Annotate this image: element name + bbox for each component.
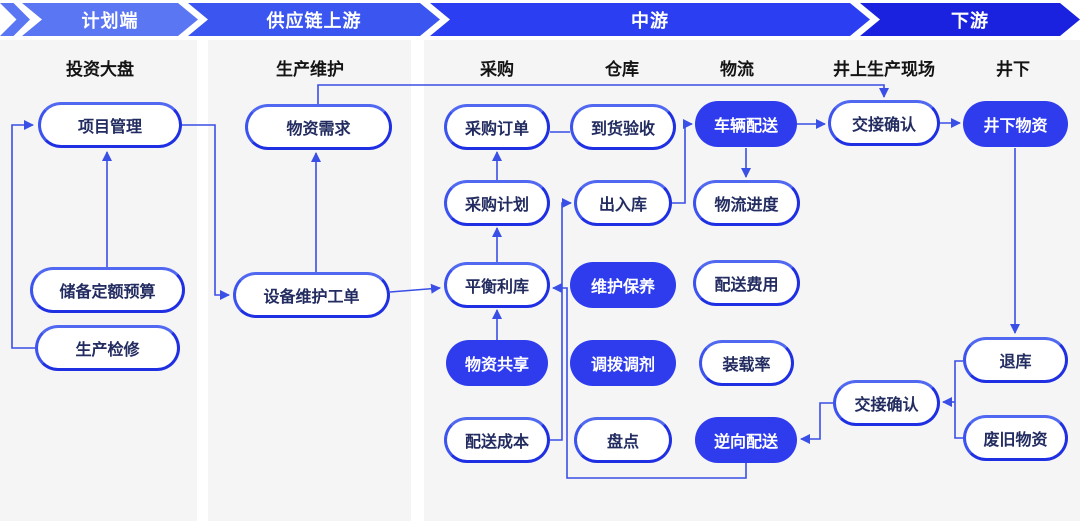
node-purchase-order: 采购订单 [444, 104, 550, 150]
node-equipment-maintenance-work-order: 设备维护工单 [233, 272, 390, 318]
node-maintenance: 维护保养 [570, 262, 676, 308]
column-title-surface-production-site: 井上生产现场 [833, 60, 935, 79]
node-material-demand: 物资需求 [245, 104, 392, 150]
node-logistics-progress: 物流进度 [693, 180, 800, 226]
node-scrap-materials: 废旧物资 [963, 415, 1068, 461]
column-title-underground: 井下 [996, 60, 1030, 79]
node-handover-confirmation-top: 交接确认 [828, 100, 940, 146]
node-vehicle-delivery: 车辆配送 [695, 101, 797, 147]
node-project-management: 项目管理 [38, 102, 182, 148]
node-warehouse-return: 退库 [963, 337, 1068, 383]
chevron-decoration-icon [0, 3, 30, 36]
node-production-overhaul: 生产检修 [35, 325, 180, 371]
node-delivery-fee: 配送费用 [693, 260, 800, 306]
stage-banner-midstream: 中游 [430, 3, 870, 36]
node-warehouse-in-out: 出入库 [574, 180, 672, 226]
node-reverse-delivery: 逆向配送 [695, 417, 797, 463]
column-title-investment-overview: 投资大盘 [66, 60, 134, 79]
node-inventory-balancing: 平衡利库 [444, 262, 550, 308]
node-reserve-quota-budget: 储备定额预算 [30, 267, 185, 313]
column-title-procurement: 采购 [480, 60, 514, 79]
node-purchase-plan: 采购计划 [444, 180, 550, 226]
node-load-rate: 装载率 [699, 340, 794, 386]
node-arrival-acceptance: 到货验收 [570, 104, 676, 150]
column-title-warehouse: 仓库 [605, 60, 639, 79]
stage-banner-upstream: 供应链上游 [188, 3, 440, 36]
node-underground-materials: 井下物资 [963, 101, 1068, 147]
node-material-sharing: 物资共享 [446, 340, 548, 386]
node-transfer-allocation: 调拨调剂 [570, 340, 676, 386]
node-stocktaking: 盘点 [574, 417, 672, 463]
stage-banner-downstream: 下游 [860, 3, 1080, 36]
node-delivery-cost: 配送成本 [444, 417, 550, 463]
column-title-production-maintenance: 生产维护 [276, 60, 344, 79]
column-title-logistics: 物流 [720, 60, 754, 79]
node-handover-confirmation-bottom: 交接确认 [833, 380, 940, 426]
stage-banner-planning: 计划端 [22, 3, 198, 36]
